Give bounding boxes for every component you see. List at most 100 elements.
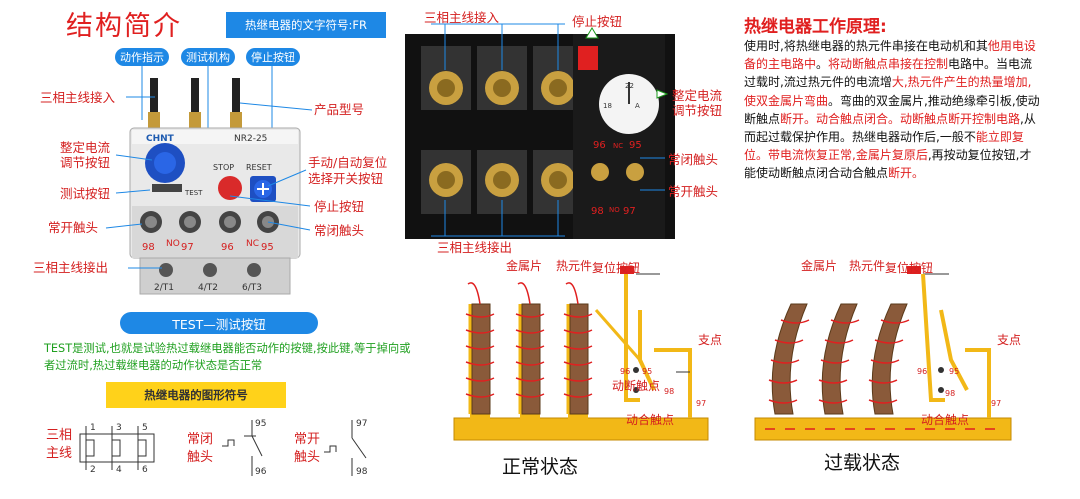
label-adjust-1: 整定电流 <box>60 140 111 155</box>
overload-state-diagram: 复位按钮 金属片 热元件 支点 动合触点 96 95 98 97 <box>754 258 1021 441</box>
relay-device-photo: CHNT NR2-25 TEST STOP RESET 98 NO 97 96 … <box>105 66 313 295</box>
terminal-t3: 6/T3 <box>242 283 262 293</box>
mid-label-stop: 停止按钮 <box>572 14 623 29</box>
normal-state-diagram: 复位按钮 金属片 热元件 支点 动断触点 动合触点 96 95 98 97 <box>453 258 722 441</box>
symbol-banner: 热继电器的文字符号:FR <box>226 12 386 38</box>
normal-num-96: 96 <box>620 367 630 376</box>
overload-num-97: 97 <box>991 399 1001 408</box>
principle-seg: 断开。 <box>888 166 925 181</box>
mid-label-adjust-2: 调节按钮 <box>672 103 723 118</box>
mid-label-main-in: 三相主线接入 <box>424 10 500 25</box>
label-three-phase-2: 主线 <box>46 446 73 461</box>
overload-num-98: 98 <box>945 389 955 398</box>
mid-contact-no: NO <box>609 206 620 214</box>
no-num-98: 98 <box>356 467 368 477</box>
label-nc-contact: 常闭触头 <box>314 223 365 238</box>
overload-metal-label: 金属片 <box>801 258 837 273</box>
symbol-title-banner: 热继电器的图形符号 <box>106 382 286 408</box>
label-model: 产品型号 <box>314 102 365 117</box>
normal-fulcrum-label: 支点 <box>698 333 722 347</box>
normal-reset-label: 复位按钮 <box>592 260 640 275</box>
mid-label-main-out: 三相主线接出 <box>437 240 513 255</box>
label-stop-button: 停止按钮 <box>314 199 365 214</box>
mid-contact-96: 96 <box>593 140 606 151</box>
normal-heater-label: 热元件 <box>556 259 592 273</box>
dial-18: 18 <box>603 102 612 110</box>
mid-contact-97: 97 <box>623 206 636 217</box>
terminal-no: NO <box>166 239 180 249</box>
overload-reset-label: 复位按钮 <box>885 260 933 275</box>
terminal-95: 95 <box>261 242 274 253</box>
pill-stop-button: 停止按钮 <box>246 48 300 66</box>
label-nc-symbol-2: 触头 <box>187 450 214 465</box>
terminal-t2: 4/T2 <box>198 283 218 293</box>
pin-3: 3 <box>116 423 122 433</box>
mid-contact-98: 98 <box>591 206 604 217</box>
overload-num-95: 95 <box>949 367 959 376</box>
principle-seg: 大,热元件产生的热量增加,使双金属片弯曲 <box>744 75 1032 108</box>
principle-seg: 。 <box>816 57 829 72</box>
test-text: TEST <box>184 189 203 197</box>
label-main-in: 三相主线接入 <box>40 90 116 105</box>
label-no-contact: 常开触头 <box>48 220 99 235</box>
model-text: NR2-25 <box>234 134 267 144</box>
mid-contact-95: 95 <box>629 140 642 151</box>
label-reset-1: 手动/自动复位 <box>308 155 388 170</box>
stop-text: STOP <box>213 163 234 172</box>
pin-1: 1 <box>90 423 96 433</box>
mid-contact-nc: NC <box>613 142 623 150</box>
principle-text: 使用时,将热继电器的热元件串接在电动机和其他用电设备的主电路中。将动断触点串接在… <box>744 37 1040 183</box>
reset-text: RESET <box>246 163 272 172</box>
principle-seg: 电路中。当电流过载时,流过热元件的电流增 <box>744 57 1033 90</box>
principle-seg: ,从而起过载保护作用。热继电器动作后,一般不 <box>744 111 1036 145</box>
label-test-button: 测试按钮 <box>60 186 111 201</box>
principle-seg: 将动断触点串接在控制 <box>828 57 949 72</box>
pin-2: 2 <box>90 465 96 475</box>
label-no-symbol-2: 触头 <box>294 450 321 465</box>
pin-5: 5 <box>142 423 148 433</box>
terminal-t1: 2/T1 <box>154 283 174 293</box>
overload-state-label: 过载状态 <box>824 452 901 474</box>
mid-label-no: 常开触头 <box>668 184 719 199</box>
pin-4: 4 <box>116 465 122 475</box>
overload-no-label: 动合触点 <box>921 412 969 427</box>
label-reset-2: 选择开关按钮 <box>308 171 384 186</box>
label-three-phase-1: 三相 <box>46 428 73 443</box>
principle-seg: 能立即复位。带电流恢复正常,金属片复原后 <box>744 130 1024 163</box>
test-description: TEST是测试,也就是试验热过载继电器能否动作的按键,按此键,等于掉向或者过流时… <box>44 342 411 372</box>
mid-label-adjust-1: 整定电流 <box>672 88 723 103</box>
overload-heater-label: 热元件 <box>849 259 885 273</box>
normal-no-label: 动合触点 <box>626 412 674 427</box>
overload-fulcrum-label: 支点 <box>997 333 1021 347</box>
page-title: 结构简介 <box>66 11 182 42</box>
no-num-97: 97 <box>356 419 367 429</box>
terminal-98: 98 <box>142 242 155 253</box>
pin-6: 6 <box>142 465 148 475</box>
nc-num-95: 95 <box>255 419 266 429</box>
label-main-out: 三相主线接出 <box>33 260 109 275</box>
pill-action-indicator: 动作指示 <box>115 48 169 66</box>
label-adjust-2: 调节按钮 <box>60 155 111 170</box>
relay-terminal-photo: 22 18 A 96 NC 95 98 NO 97 <box>405 23 675 239</box>
dial-a: A <box>635 102 640 110</box>
graphic-symbols: 1 3 5 2 4 6 95 96 97 98 <box>79 419 368 477</box>
normal-nc-label: 动断触点 <box>612 378 660 393</box>
normal-num-97: 97 <box>696 399 706 408</box>
terminal-nc: NC <box>246 239 259 249</box>
label-no-symbol-1: 常开 <box>294 432 321 447</box>
test-button-banner: TEST—测试按钮 <box>120 312 318 334</box>
principle-seg: 。弯曲的双金属片,推动绝缘牵引板,使动断触点 <box>744 93 1040 126</box>
brand-text: CHNT <box>146 134 175 144</box>
principle-seg: 断开。动合触点闭合。动断触点断开控制电路 <box>780 111 1021 126</box>
mid-label-nc: 常闭触头 <box>668 152 719 167</box>
terminal-96: 96 <box>221 242 234 253</box>
label-nc-symbol-1: 常闭 <box>187 432 214 447</box>
normal-num-98: 98 <box>664 387 674 396</box>
principle-seg: 他用电设备的主电路中 <box>744 39 1036 72</box>
principle-seg: 使用时,将热继电器的热元件串接在电动机和其 <box>744 39 988 53</box>
terminal-97: 97 <box>181 242 194 253</box>
principle-seg: ,再按动复位按钮,才能使动断触点闭合动合触点 <box>744 148 1032 181</box>
pill-test-mechanism: 测试机构 <box>181 48 235 66</box>
principle-title: 热继电器工作原理: <box>744 17 887 37</box>
normal-metal-label: 金属片 <box>506 258 542 273</box>
